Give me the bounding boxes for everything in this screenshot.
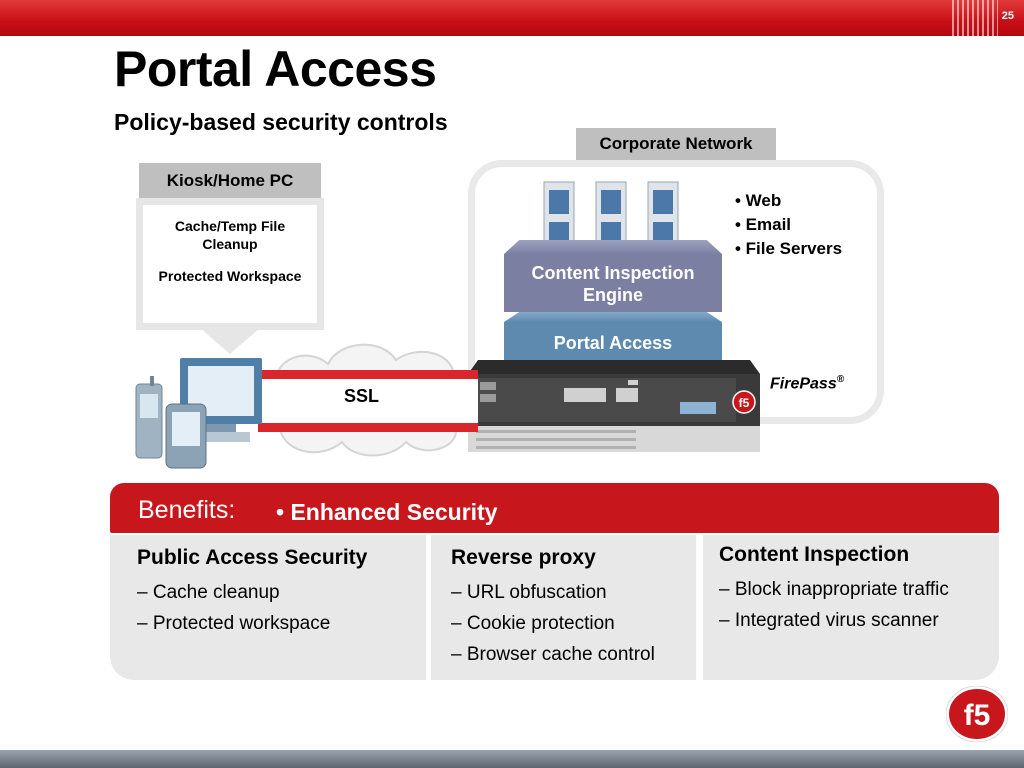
benefit-column-public-access: Public Access Security – Cache cleanup –… (110, 535, 426, 680)
column-item: – Cache cleanup (137, 582, 280, 603)
kiosk-line-2: Cleanup (202, 236, 258, 252)
benefits-banner (110, 483, 999, 533)
pda-icon (165, 403, 207, 469)
service-list: • Web • Email • File Servers (735, 189, 842, 261)
benefits-highlight: • Enhanced Security (276, 499, 498, 525)
page-subtitle: Policy-based security controls (114, 109, 448, 135)
firepass-appliance-icon: f5 (468, 360, 760, 452)
page-title: Portal Access (114, 41, 437, 97)
client-devices-icon (135, 358, 262, 469)
column-item: – Cookie protection (451, 613, 615, 634)
column-item: – Integrated virus scanner (719, 610, 939, 631)
column-heading: Public Access Security (137, 546, 368, 569)
kiosk-label: Kiosk/Home PC (139, 163, 321, 198)
kiosk-line-1: Cache/Temp File (174, 218, 286, 234)
kiosk-line-3: Protected Workspace (158, 268, 302, 284)
portal-access-layer: Portal Access (504, 322, 722, 364)
ssl-tunnel (258, 370, 478, 432)
column-item: – Protected workspace (137, 613, 331, 634)
engine-label-line-1: Content Inspection (531, 263, 695, 283)
svg-text:f5: f5 (739, 396, 750, 410)
column-item: – URL obfuscation (451, 582, 607, 603)
column-item: – Block inappropriate traffic (719, 579, 949, 600)
portal-layer-top (504, 312, 722, 322)
kiosk-callout-pointer (200, 328, 260, 354)
engine-label-line-2: Engine (582, 285, 643, 305)
f5-appliance-logo: f5 (732, 390, 756, 414)
service-item-file-servers: • File Servers (735, 239, 843, 258)
column-heading: Reverse proxy (451, 546, 596, 569)
svg-text:f5: f5 (964, 699, 991, 732)
firepass-label: FirePass® (770, 374, 845, 393)
column-item: – Browser cache control (451, 644, 655, 665)
content-inspection-engine-layer: Content Inspection Engine (504, 254, 722, 312)
banner-stripes (952, 0, 998, 36)
corporate-network-label: Corporate Network (576, 128, 776, 160)
ssl-label: SSL (344, 386, 380, 406)
registered-mark: ® (836, 374, 845, 385)
top-banner (0, 0, 1024, 36)
mobile-phone-icon (135, 376, 163, 459)
kiosk-callout: Cache/Temp File Cleanup Protected Worksp… (136, 198, 324, 330)
benefits-label: Benefits: (138, 496, 236, 524)
column-heading: Content Inspection (719, 543, 910, 566)
service-item-web: • Web (735, 191, 782, 210)
benefit-column-content-inspection: Content Inspection – Block inappropriate… (703, 535, 999, 680)
f5-logo: f5 (946, 686, 1008, 742)
engine-layer-top (504, 240, 722, 254)
benefit-column-reverse-proxy: Reverse proxy – URL obfuscation – Cookie… (431, 535, 696, 680)
bottom-banner (0, 750, 1024, 768)
slide-number: 25 (1001, 10, 1014, 22)
service-item-email: • Email (735, 215, 792, 234)
